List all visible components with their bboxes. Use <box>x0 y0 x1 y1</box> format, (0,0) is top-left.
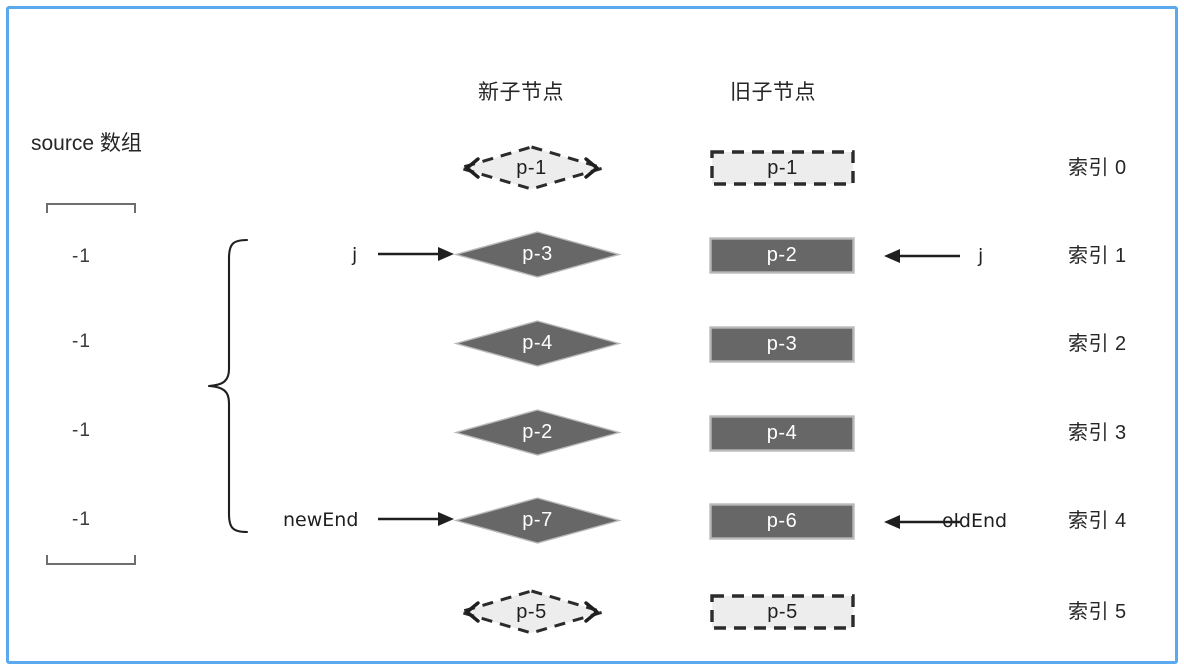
old-node-1[interactable]: p-2 <box>709 237 855 274</box>
index-label-3: 索引 3 <box>1068 422 1127 444</box>
header-new-children: 新子节点 <box>478 81 564 104</box>
ghost-marker-left-5 <box>464 601 600 628</box>
old-node-4[interactable]: p-6 <box>709 503 855 540</box>
index-label-4: 索引 4 <box>1068 510 1127 532</box>
source-array-value-1: -1 <box>72 331 91 352</box>
index-label-5: 索引 5 <box>1068 601 1127 623</box>
source-array-bracket-top <box>46 203 136 213</box>
pointer-label-oldend: oldEnd <box>942 510 1008 532</box>
pointer-label-newend: newEnd <box>283 509 359 531</box>
pointer-arrow-oldend <box>882 512 960 537</box>
pointer-arrow-newend <box>378 509 456 534</box>
source-array-value-0: -1 <box>72 246 91 267</box>
pointer-arrow-j-old <box>882 246 960 271</box>
index-label-1: 索引 1 <box>1068 245 1127 267</box>
ghost-marker-left-0 <box>464 157 600 184</box>
source-array-value-2: -1 <box>72 420 91 441</box>
source-array-bracket-bottom <box>46 555 136 565</box>
index-label-2: 索引 2 <box>1068 333 1127 355</box>
new-node-1[interactable]: p-3 <box>453 231 622 278</box>
source-array-value-3: -1 <box>72 509 91 530</box>
pointer-label-j-old: j <box>978 245 984 267</box>
new-node-4[interactable]: p-7 <box>453 497 622 544</box>
new-node-3[interactable]: p-2 <box>453 409 622 456</box>
curly-brace-icon <box>203 238 249 539</box>
new-node-2[interactable]: p-4 <box>453 320 622 367</box>
header-old-children: 旧子节点 <box>730 81 816 104</box>
index-label-0: 索引 0 <box>1068 157 1127 179</box>
old-node-0[interactable]: p-1 <box>710 150 855 186</box>
source-array-label: source 数组 <box>31 132 142 155</box>
pointer-label-j-new: j <box>352 244 358 266</box>
old-node-3[interactable]: p-4 <box>709 415 855 452</box>
pointer-arrow-j-new <box>378 244 456 269</box>
old-node-2[interactable]: p-3 <box>709 326 855 363</box>
old-node-5[interactable]: p-5 <box>710 594 855 630</box>
